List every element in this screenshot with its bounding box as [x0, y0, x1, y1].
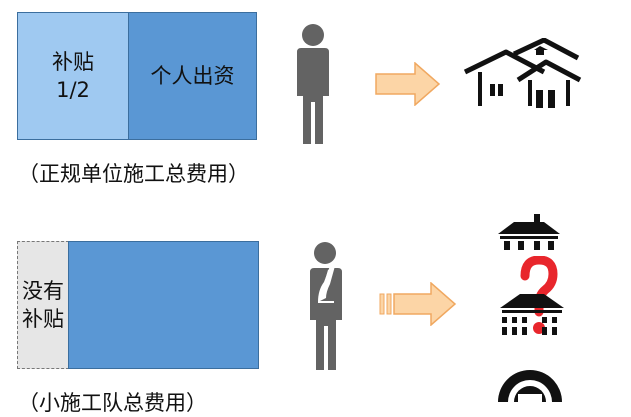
no-subsidy-block: 没有 补贴 — [17, 241, 69, 369]
personal-payment-label: 个人出资 — [150, 64, 235, 88]
house-icon — [498, 214, 560, 250]
person-standing-icon — [297, 24, 329, 144]
houses-icon — [463, 38, 582, 108]
bottom-cost-bar: 没有 补贴 — [17, 241, 259, 369]
no-subsidy-line1: 没有 — [22, 279, 64, 303]
subsidy-label: 补贴 — [52, 50, 94, 74]
total-cost-block — [68, 241, 259, 369]
personal-payment-block: 个人出资 — [128, 12, 257, 140]
top-caption: （正规单位施工总费用） — [18, 162, 249, 186]
top-cost-bar: 补贴 1/2 个人出资 — [17, 12, 257, 140]
subsidy-fraction: 1/2 — [56, 78, 90, 102]
dome-icon — [498, 370, 562, 402]
arrow-right-icon — [375, 62, 441, 106]
bottom-caption: （小施工队总费用） — [18, 391, 207, 415]
no-subsidy-line2: 补贴 — [22, 307, 64, 331]
arrow-right-icon — [379, 282, 457, 326]
subsidy-block: 补贴 1/2 — [17, 12, 129, 140]
person-thinking-icon — [310, 242, 342, 370]
house-icon — [500, 294, 564, 335]
